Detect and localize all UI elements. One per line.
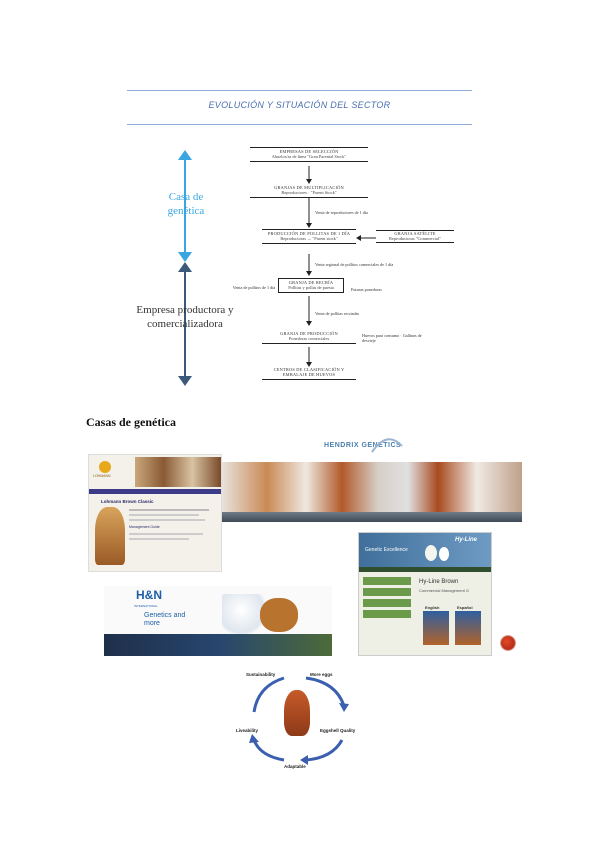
cycle-label-liveability: Liveability <box>236 728 259 733</box>
flow-note-sale-1: Venta de reproductores de 1 día <box>315 210 368 215</box>
lohmann-logo-text: LOHMANN <box>93 474 111 478</box>
hn-hen-illustration <box>260 598 298 632</box>
cycle-arrows-icon <box>249 676 349 765</box>
genetics-house-label: Casa de genética <box>167 191 205 217</box>
header-bottom-line <box>127 124 472 125</box>
cycle-hen-photo <box>284 690 310 736</box>
lohmann-subheading: Management Guide <box>129 525 160 529</box>
flow-arrow-satellite <box>356 235 376 241</box>
lohmann-website-screenshot: LOHMANN Lohmann Brown Classic Management… <box>88 454 222 572</box>
cycle-label-adaptable: Adaptable <box>284 764 306 769</box>
flow-note-right: Futuras ponedoras <box>351 287 382 292</box>
hn-website-screenshot: H&N INTERNATIONAL Genetics and more <box>104 586 332 656</box>
producer-company-label: Empresa productora y comercializadora <box>136 304 234 330</box>
genetics-cycle-diagram: Sustainability More eggs Eggshell Qualit… <box>232 660 364 776</box>
hendrix-logo-icon <box>371 438 403 453</box>
cycle-label-sustainability: Sustainability <box>246 672 276 677</box>
hendrix-brand: HENDRIX GENETICS <box>324 442 402 449</box>
hyline-guide: Commercial Management G <box>419 588 470 593</box>
flow-arrow-1 <box>306 166 312 184</box>
hyline-website-screenshot: Genetic Excellence Hy-Line Hy-Line Brown… <box>358 532 492 656</box>
flow-arrow-4 <box>306 296 312 326</box>
hyline-tagline: Genetic Excellence <box>365 547 408 553</box>
section-title: Casas de genética <box>86 415 176 429</box>
hn-logo: H&N <box>136 588 162 602</box>
hyline-guide-cover-es[interactable] <box>455 611 481 645</box>
hyline-product: Hy-Line Brown <box>419 579 459 585</box>
hyline-brand: Hy-Line <box>455 537 478 543</box>
page-header-title: EVOLUCIÓN Y SITUACIÓN DEL SECTOR <box>208 100 391 110</box>
hyline-lang-english: English <box>425 605 440 610</box>
hendrix-website-screenshot: HENDRIX GENETICS <box>222 432 522 522</box>
flow-box-grading: CENTROS DE CLASIFICACIÓN Y EMBALAJE DE H… <box>262 367 356 380</box>
hn-sub: INTERNATIONAL <box>134 604 158 608</box>
red-circle-icon[interactable] <box>501 636 515 650</box>
genetics-arrow-icon <box>178 150 192 262</box>
cycle-label-more-eggs: More eggs <box>310 672 333 677</box>
flow-note-sale-2: Venta regional de pollitos comerciales d… <box>315 262 394 267</box>
company-arrow-icon <box>178 262 192 386</box>
hendrix-hens-banner <box>222 462 522 512</box>
flow-arrow-3 <box>306 254 312 276</box>
header-top-line <box>127 90 472 91</box>
hyline-guide-cover-en[interactable] <box>423 611 449 645</box>
lohmann-heading: Lohmann Brown Classic <box>101 499 154 504</box>
hn-slogan: Genetics and more <box>144 612 186 627</box>
lohmann-hen-photo <box>95 507 125 565</box>
cycle-label-eggshell: Eggshell Quality <box>320 728 356 733</box>
flow-arrow-5 <box>306 347 312 367</box>
hyline-lang-spanish: Español <box>457 605 473 610</box>
flow-note-left: Venta de pollitos de 1 día <box>232 285 276 290</box>
lohmann-logo-icon <box>99 461 111 473</box>
flow-note-right-2: Huevos para consumo · Gallinas de desvie… <box>362 333 422 343</box>
flow-note-sale-3: Venta de pollitas recriadas <box>315 311 360 316</box>
flow-arrow-2 <box>306 198 312 228</box>
